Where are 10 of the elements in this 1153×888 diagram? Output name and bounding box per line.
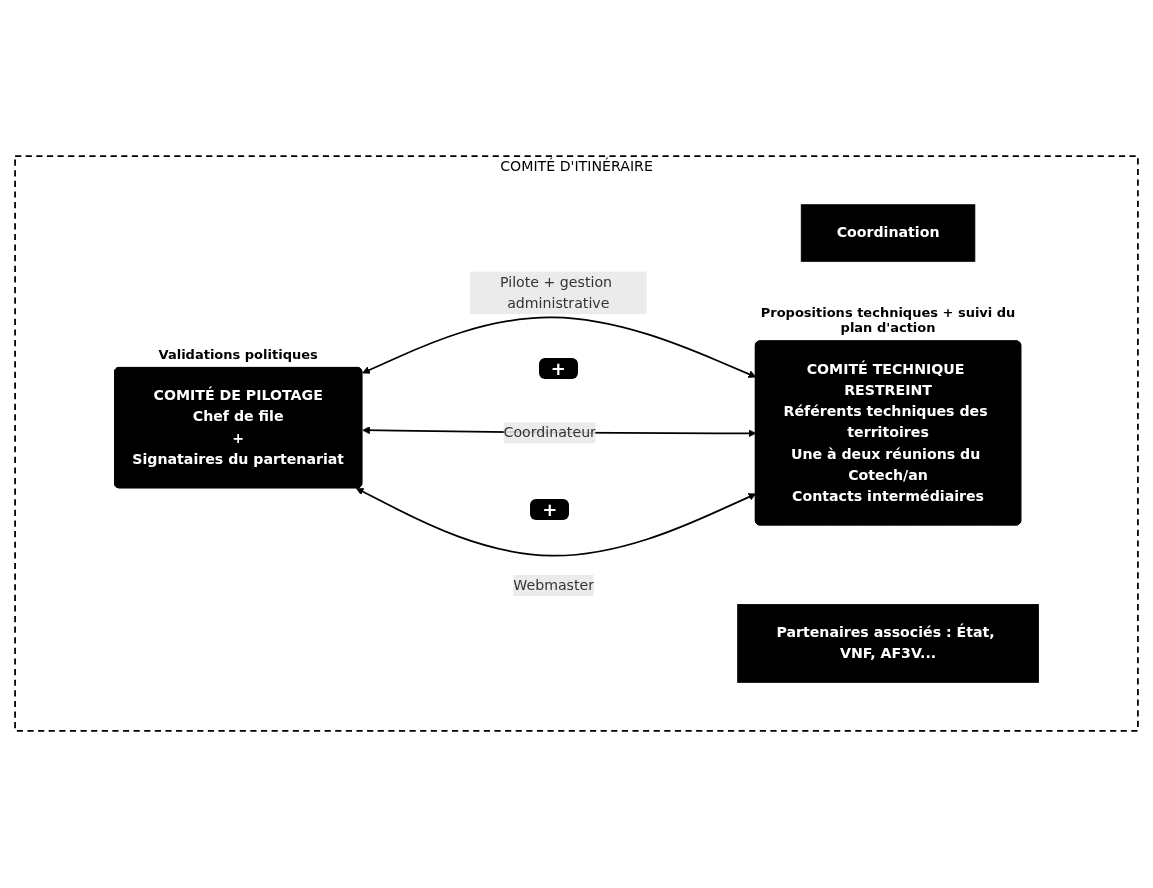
edge-label: Webmaster [513, 577, 595, 594]
node-box: Coordination [800, 204, 976, 263]
arrow [355, 488, 757, 558]
node-box: Partenaires associés : État, VNF, AF3V... [737, 604, 1039, 684]
node-caption: Propositions techniques + suivi du plan d'action [759, 305, 1017, 336]
plus-sign: + [530, 499, 570, 521]
edge-label: Coordinateur [503, 424, 596, 442]
node-caption: Validations politiques [157, 346, 319, 362]
edge-label: Pilote + gestion administrative [500, 273, 613, 312]
plus-sign: + [538, 358, 578, 380]
